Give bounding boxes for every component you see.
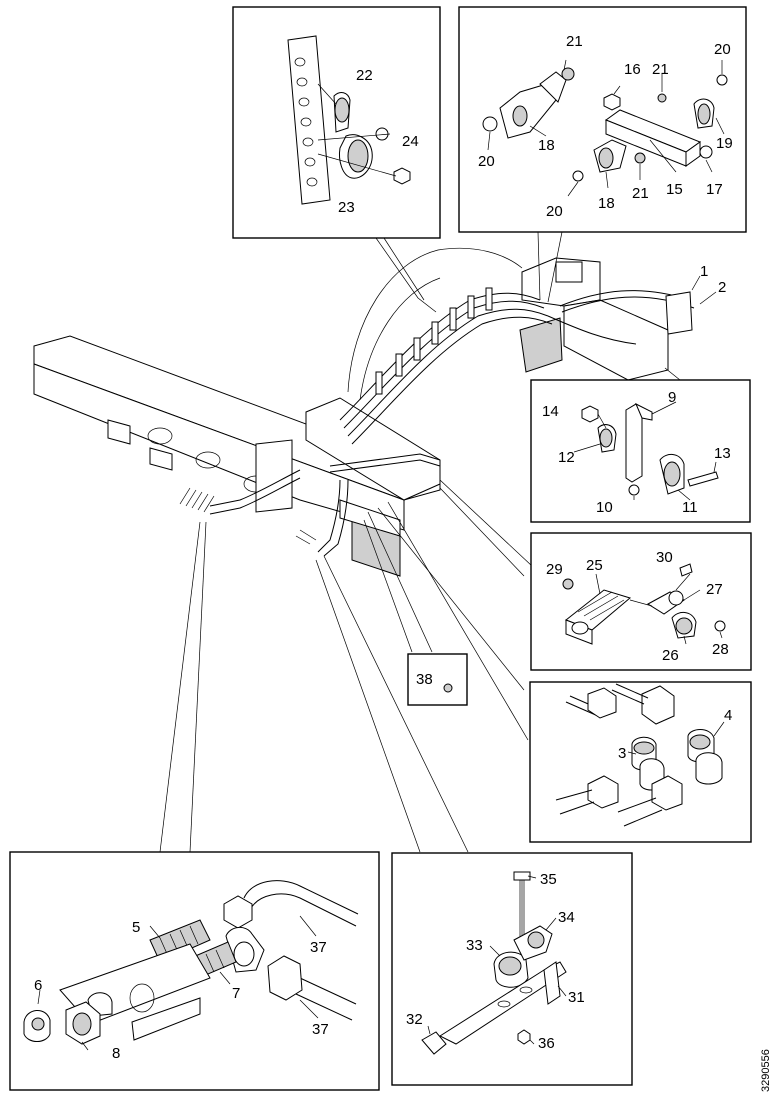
detail-box-3-4: 3 4 [529, 681, 752, 843]
callout-27: 27 [706, 581, 723, 598]
callout-17: 17 [706, 181, 723, 198]
callout-19: 19 [716, 135, 733, 152]
callout-21a: 21 [566, 33, 583, 50]
callout-14: 14 [542, 403, 559, 420]
callout-32: 32 [406, 1011, 423, 1028]
main-chassis-assembly [33, 247, 695, 577]
callout-20a: 20 [714, 41, 731, 58]
callout-23: 23 [338, 199, 355, 216]
detail-box-5-8-37: 5 7 6 8 37 37 [9, 851, 380, 1091]
detail-box-38: 38 [407, 653, 468, 706]
callout-22: 22 [356, 67, 373, 84]
callout-1: 1 [700, 263, 708, 280]
callout-18b: 18 [598, 195, 615, 212]
document-id: 3290556 [760, 1049, 772, 1092]
callout-4: 4 [724, 707, 732, 724]
callout-28: 28 [712, 641, 729, 658]
callout-2: 2 [718, 279, 726, 296]
callout-37b: 37 [312, 1021, 329, 1038]
callout-20b: 20 [478, 153, 495, 170]
callout-16: 16 [624, 61, 641, 78]
callout-12: 12 [558, 449, 575, 466]
callout-30: 30 [656, 549, 673, 566]
callout-24: 24 [402, 133, 419, 150]
callout-21c: 21 [632, 185, 649, 202]
callout-13: 13 [714, 445, 731, 462]
callout-10: 10 [596, 499, 613, 516]
callout-20c: 20 [546, 203, 563, 220]
detail-box-15-21: 21 16 21 20 19 18 20 17 15 21 18 20 [458, 6, 747, 233]
pipe-clips-upper [375, 287, 493, 395]
callout-18a: 18 [538, 137, 555, 154]
detail-box-31-36: 35 34 33 31 32 36 [391, 852, 633, 1086]
detail-box-25-30: 29 25 30 27 26 28 [530, 532, 752, 671]
main-callouts: 1 2 [691, 263, 726, 305]
callout-3: 3 [618, 745, 626, 762]
callout-36: 36 [538, 1035, 555, 1052]
callout-15: 15 [666, 181, 683, 198]
callout-29: 29 [546, 561, 563, 578]
leader-lines [159, 231, 681, 853]
callout-34: 34 [558, 909, 575, 926]
detail-box-22-24: 22 24 23 [232, 6, 441, 239]
callout-6: 6 [34, 977, 42, 994]
callout-8: 8 [112, 1045, 120, 1062]
callout-33: 33 [466, 937, 483, 954]
callout-21b: 21 [652, 61, 669, 78]
callout-11: 11 [682, 499, 698, 516]
callout-35: 35 [540, 871, 557, 888]
callout-5: 5 [132, 919, 140, 936]
callout-9: 9 [668, 389, 676, 406]
callout-38: 38 [416, 671, 433, 688]
callout-37a: 37 [310, 939, 327, 956]
callout-31: 31 [568, 989, 585, 1006]
callout-26: 26 [662, 647, 679, 664]
detail-box-9-14: 14 9 12 13 10 11 [530, 379, 751, 523]
callout-25: 25 [586, 557, 603, 574]
callout-7: 7 [232, 985, 240, 1002]
